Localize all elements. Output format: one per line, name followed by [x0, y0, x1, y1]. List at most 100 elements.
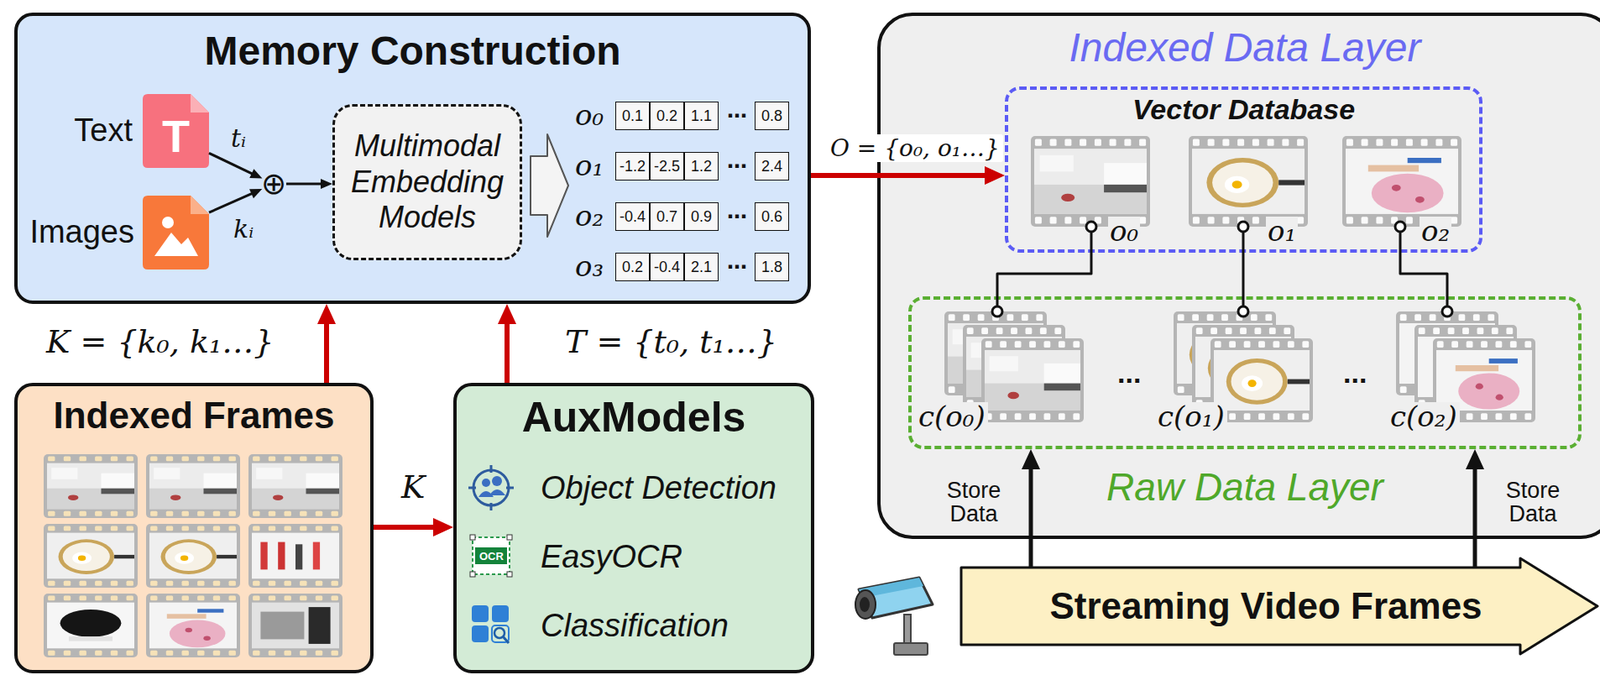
vector-cell: 0.1	[615, 101, 650, 131]
film-hole	[197, 455, 204, 461]
model-item-slot: Object Detection	[540, 470, 777, 507]
edge-label: K = {k₀, k₁…}	[46, 323, 274, 361]
film-hole	[1109, 138, 1117, 146]
film-hole	[1058, 340, 1066, 348]
file-icon	[142, 94, 210, 168]
film-hole	[213, 580, 220, 586]
film-hole	[1487, 313, 1495, 321]
vector-cell-slot: 0.7	[649, 202, 685, 231]
scene-part	[58, 538, 116, 575]
film-hole	[1225, 327, 1233, 335]
scene-part	[1231, 362, 1284, 401]
arrowhead	[249, 188, 262, 199]
class-icon	[471, 605, 489, 623]
film-hole	[1252, 216, 1260, 224]
detect-icon	[481, 478, 491, 487]
film-hole	[47, 650, 55, 656]
camera-base	[894, 643, 928, 655]
film-hole	[268, 525, 276, 531]
scene-part	[1034, 184, 1147, 215]
scene-part	[1489, 358, 1518, 364]
vector-ellipsis-slot: ⋯	[726, 156, 748, 177]
film-hole	[229, 650, 236, 656]
film-hole	[962, 313, 970, 321]
film-hole	[166, 580, 173, 586]
film-frame	[248, 454, 343, 518]
film-hole	[1375, 216, 1383, 224]
film-hole	[1473, 313, 1480, 321]
ellipsis: ...	[1117, 358, 1141, 387]
film-hole	[1072, 413, 1080, 420]
film-hole	[1451, 340, 1459, 348]
scene-part	[169, 619, 226, 648]
scene-part	[251, 488, 340, 510]
panel-title: AuxModels	[522, 392, 747, 442]
layer-title-slot: Raw Data Layer	[911, 464, 1579, 510]
film-hole	[150, 580, 157, 586]
film-hole	[977, 313, 985, 321]
arrowhead	[320, 178, 333, 189]
film-hole	[1524, 340, 1532, 348]
film-hole	[1252, 138, 1260, 146]
scene-part	[1248, 379, 1257, 387]
connector-line	[373, 524, 438, 530]
scene-part	[1415, 196, 1425, 204]
film-hole	[996, 327, 1004, 335]
film-hole	[150, 595, 157, 601]
film-hole	[1258, 413, 1266, 420]
vector-name: o₃	[575, 250, 604, 283]
film-hole	[150, 511, 157, 517]
film-hole	[229, 525, 236, 531]
film-hole	[150, 525, 157, 531]
film-hole	[110, 650, 118, 656]
detect-icon	[490, 502, 493, 511]
edge-label-slot: T = {t₀, t₁…}	[564, 323, 778, 361]
vector-cell-slot: 1.1	[684, 101, 719, 131]
film-hole	[1021, 313, 1029, 321]
film-hole	[1192, 138, 1200, 146]
vector-cell: -1.2	[615, 151, 650, 181]
edge-label-slot: O = {o₀, o₁…}	[826, 134, 1004, 163]
film-hole	[299, 580, 307, 586]
film-hole	[315, 511, 323, 517]
film-hole	[1228, 340, 1236, 348]
film-hole	[1269, 327, 1276, 335]
film-hole	[331, 595, 339, 601]
connector	[992, 221, 1097, 317]
film-hole	[1375, 138, 1383, 146]
film-hole	[63, 650, 71, 656]
scene-part	[60, 609, 122, 638]
film-hole	[1450, 216, 1458, 224]
panel-title-slot: Indexed Data Layer	[880, 24, 1600, 71]
connector	[810, 166, 1005, 185]
vector-cell-slot: 2.4	[754, 151, 790, 181]
clip-label: c(o₀)	[915, 402, 989, 433]
film-hole	[284, 650, 292, 656]
film-hole	[1035, 216, 1042, 224]
model-box: Multimodal Embedding Models	[332, 104, 523, 261]
vector-ellipsis: ⋯	[726, 206, 748, 227]
vector-id-slot: o₂	[1419, 216, 1452, 246]
vector-cell: 0.6	[754, 202, 790, 231]
scene-part	[47, 602, 135, 649]
connector	[1395, 221, 1453, 317]
thumbnail-outline	[1188, 135, 1308, 227]
connector	[497, 303, 517, 383]
vector-cell-slot: -2.5	[649, 151, 685, 181]
connector-line	[209, 193, 254, 214]
film-hole	[1029, 413, 1036, 420]
vector-ellipsis: ⋯	[726, 105, 748, 126]
film-hole	[1010, 327, 1018, 335]
film-hole	[110, 455, 118, 461]
film-hole	[63, 511, 71, 517]
film-hole	[1050, 138, 1057, 146]
file-fold	[190, 94, 210, 113]
connector-line	[324, 319, 330, 383]
vector-cell: 2.4	[754, 151, 790, 181]
arrowhead	[1021, 449, 1041, 470]
connector	[209, 188, 262, 213]
scene-part	[67, 494, 79, 501]
film-hole	[110, 580, 118, 586]
film-hole	[1079, 138, 1087, 146]
scene-part	[149, 533, 237, 580]
